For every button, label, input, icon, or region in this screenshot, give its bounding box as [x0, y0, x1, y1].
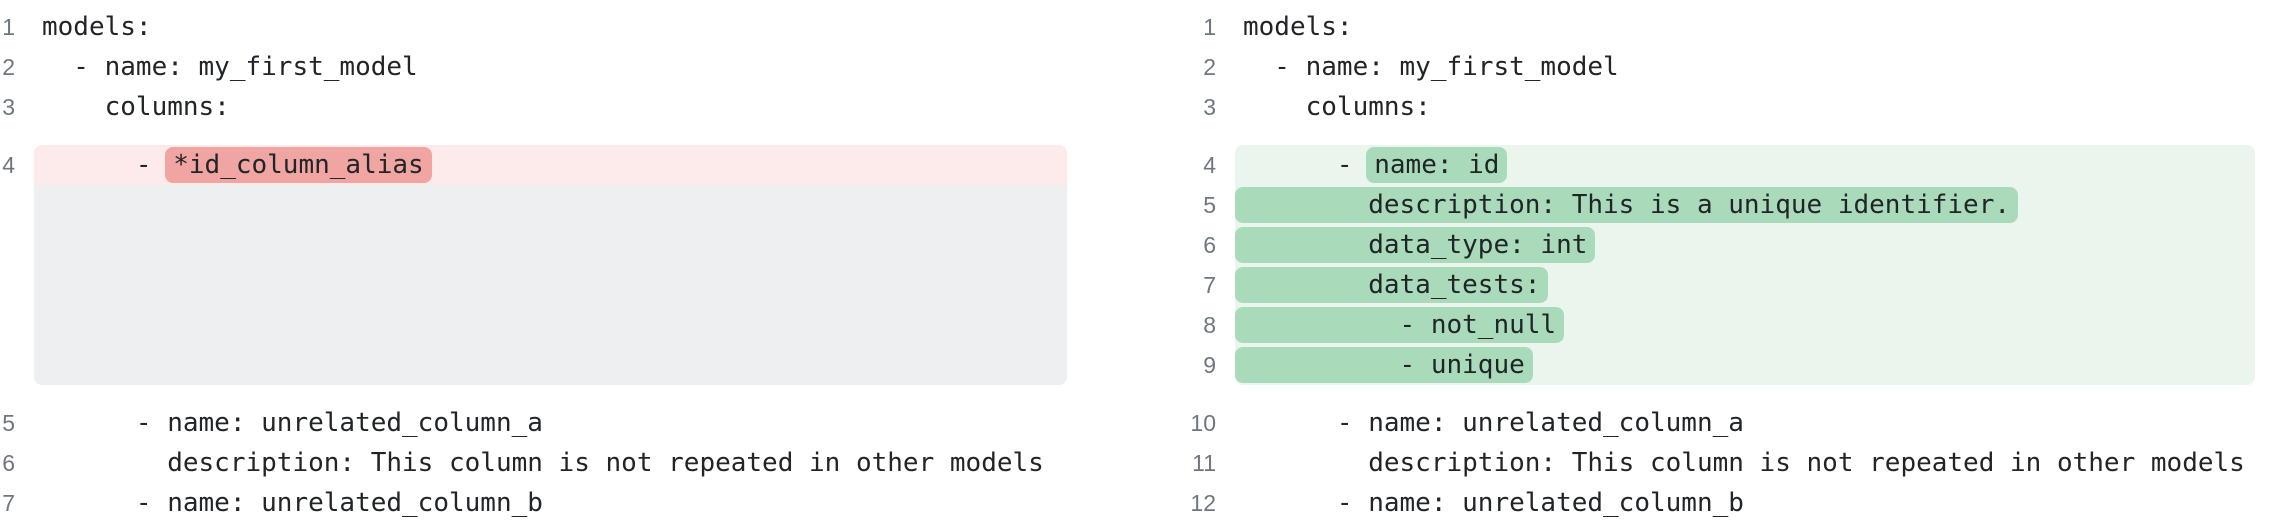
code-text — [34, 185, 1067, 385]
code-text: - name: my_first_model — [34, 47, 1067, 87]
added-token: - unique — [1235, 347, 1533, 383]
line-number: 9 — [1203, 351, 1216, 378]
code-text: - not_null — [1235, 305, 2255, 345]
code-text: description: This column is not repeated… — [1235, 443, 2255, 483]
diff-filler-block — [0, 185, 1067, 385]
code-text: columns: — [1235, 87, 2255, 127]
code-text: - name: id — [1235, 145, 2255, 185]
code-text: models: — [34, 7, 1067, 47]
code-text: data_tests: — [1235, 265, 2255, 305]
line-number: 12 — [1190, 489, 1216, 516]
line-number: 1 — [1203, 13, 1216, 40]
code-line: 5 - name: unrelated_column_a — [0, 403, 1067, 443]
line-number: 1 — [2, 13, 15, 40]
code-segment: - name: unrelated_column_b — [1243, 488, 1744, 518]
code-line: 11 description: This column is not repea… — [1139, 443, 2255, 483]
code-text: - name: my_first_model — [1235, 47, 2255, 87]
code-segment: - name: my_first_model — [42, 52, 418, 82]
code-line: 4 - *id_column_alias — [0, 145, 1067, 185]
code-segment: - name: unrelated_column_a — [42, 408, 543, 438]
line-number: 8 — [1203, 311, 1216, 338]
added-token: - not_null — [1235, 307, 1565, 343]
line-number: 10 — [1190, 409, 1216, 436]
line-number: 7 — [2, 489, 15, 516]
code-line: 7 data_tests: — [1139, 265, 2255, 305]
line-number: 4 — [2, 151, 15, 178]
code-segment: description: This column is not repeated… — [1243, 448, 2245, 478]
added-token: data_tests: — [1235, 267, 1549, 303]
code-segment: - name: my_first_model — [1243, 52, 1619, 82]
code-segment: - — [1243, 150, 1369, 180]
code-line: 1 models: — [0, 7, 1067, 47]
code-text: description: This is a unique identifier… — [1235, 185, 2255, 225]
code-line: 5 description: This is a unique identifi… — [1139, 185, 2255, 225]
code-text: - name: unrelated_column_b — [34, 483, 1067, 523]
code-line: 10 - name: unrelated_column_a — [1139, 403, 2255, 443]
code-text: models: — [1235, 7, 2255, 47]
line-number: 11 — [1192, 449, 1216, 476]
code-line: 2 - name: my_first_model — [0, 47, 1067, 87]
line-number: 3 — [1203, 93, 1216, 120]
code-segment: columns: — [42, 92, 230, 122]
code-line: 3 columns: — [1139, 87, 2255, 127]
code-segment: columns: — [1243, 92, 1431, 122]
code-segment: - name: unrelated_column_a — [1243, 408, 1744, 438]
code-line: 7 - name: unrelated_column_b — [0, 483, 1067, 523]
code-text: columns: — [34, 87, 1067, 127]
added-token: data_type: int — [1235, 227, 1596, 263]
code-text: - unique — [1235, 345, 2255, 385]
code-segment: - — [42, 150, 168, 180]
code-text: - name: unrelated_column_b — [1235, 483, 2255, 523]
line-number: 3 — [2, 93, 15, 120]
line-number: 2 — [2, 53, 15, 80]
code-line: 2 - name: my_first_model — [1139, 47, 2255, 87]
line-number: 6 — [2, 449, 15, 476]
added-token: description: This is a unique identifier… — [1235, 187, 2019, 223]
code-line: 6 data_type: int — [1139, 225, 2255, 265]
line-number: 5 — [2, 409, 15, 436]
line-number: 6 — [1203, 231, 1216, 258]
code-segment: description: This column is not repeated… — [42, 448, 1044, 478]
code-line: 4 - name: id — [1139, 145, 2255, 185]
line-number: 2 — [1203, 53, 1216, 80]
line-number: 5 — [1203, 191, 1216, 218]
added-token: name: id — [1366, 147, 1508, 183]
line-number: 4 — [1203, 151, 1216, 178]
code-segment: models: — [1243, 12, 1353, 42]
code-line: 3 columns: — [0, 87, 1067, 127]
code-segment: - name: unrelated_column_b — [42, 488, 543, 518]
code-line: 8 - not_null — [1139, 305, 2255, 345]
code-segment: models: — [42, 12, 152, 42]
code-line: 9 - unique — [1139, 345, 2255, 385]
code-text: - name: unrelated_column_a — [1235, 403, 2255, 443]
removed-token: *id_column_alias — [165, 147, 432, 183]
code-text: description: This column is not repeated… — [34, 443, 1067, 483]
code-text: data_type: int — [1235, 225, 2255, 265]
line-number: 7 — [1203, 271, 1216, 298]
code-line: 1 models: — [1139, 7, 2255, 47]
code-line: 12 - name: unrelated_column_b — [1139, 483, 2255, 523]
code-text: - name: unrelated_column_a — [34, 403, 1067, 443]
code-text: - *id_column_alias — [34, 145, 1067, 185]
code-line: 6 description: This column is not repeat… — [0, 443, 1067, 483]
